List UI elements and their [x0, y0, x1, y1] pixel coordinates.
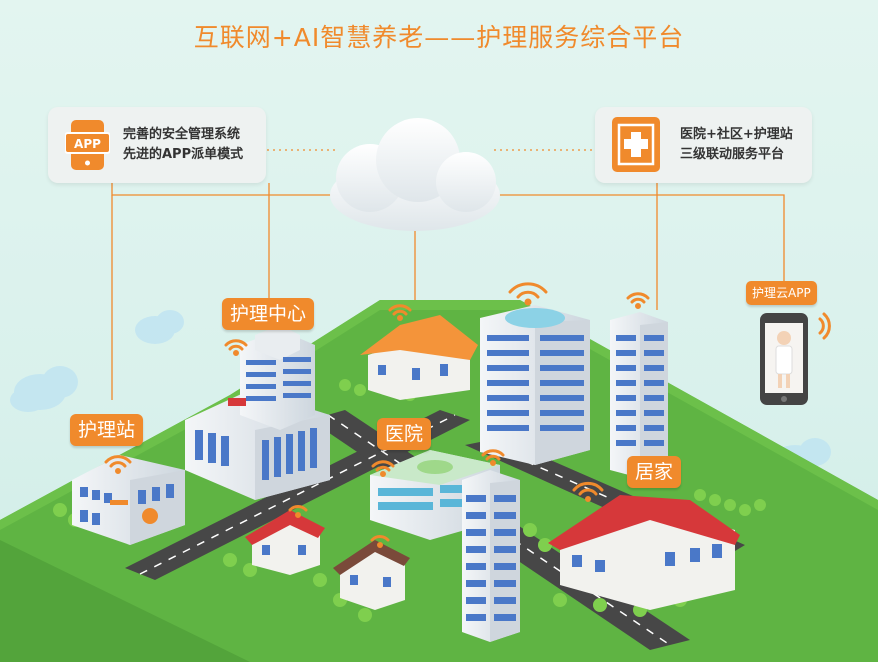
label-cloud-app: 护理云APP: [746, 281, 817, 305]
app-icon-text: APP: [74, 137, 101, 151]
care-center-building: [185, 325, 330, 500]
app-icon: APP: [65, 120, 110, 170]
label-care-station: 护理站: [70, 414, 144, 446]
card-left-line2: 先进的APP派单模式: [123, 147, 244, 162]
office-tower: [480, 305, 590, 465]
orange-roof-house: [360, 315, 478, 400]
feature-card-app: APP 完善的安全管理系统 先进的APP派单模式: [48, 107, 266, 183]
front-tower: [462, 470, 520, 642]
card-right-text: 医院+社区+护理站 三级联动服务平台: [680, 125, 793, 165]
care-station-building: [72, 455, 185, 545]
home-house: [548, 495, 740, 610]
cloud-icon: [330, 118, 500, 231]
feature-card-medical: 医院+社区+护理站 三级联动服务平台: [595, 107, 812, 183]
small-cloud-left: [10, 310, 184, 412]
card-right-line1: 医院+社区+护理站: [680, 127, 793, 142]
medical-cross-icon: [612, 117, 660, 172]
card-left-line1: 完善的安全管理系统: [123, 127, 241, 142]
label-hospital: 医院: [377, 418, 432, 450]
right-tower: [610, 312, 668, 478]
wifi-signal-icons: [104, 282, 831, 548]
card-right-line2: 三级联动服务平台: [680, 147, 785, 162]
label-care-center: 护理中心: [222, 298, 315, 330]
card-left-text: 完善的安全管理系统 先进的APP派单模式: [123, 125, 243, 165]
small-red-house: [245, 510, 325, 575]
page-title: 互联网+AI智慧养老——护理服务综合平台: [193, 23, 685, 52]
brown-roof-house: [333, 540, 410, 610]
phone-icon: [760, 313, 808, 405]
label-home: 居家: [627, 456, 682, 488]
